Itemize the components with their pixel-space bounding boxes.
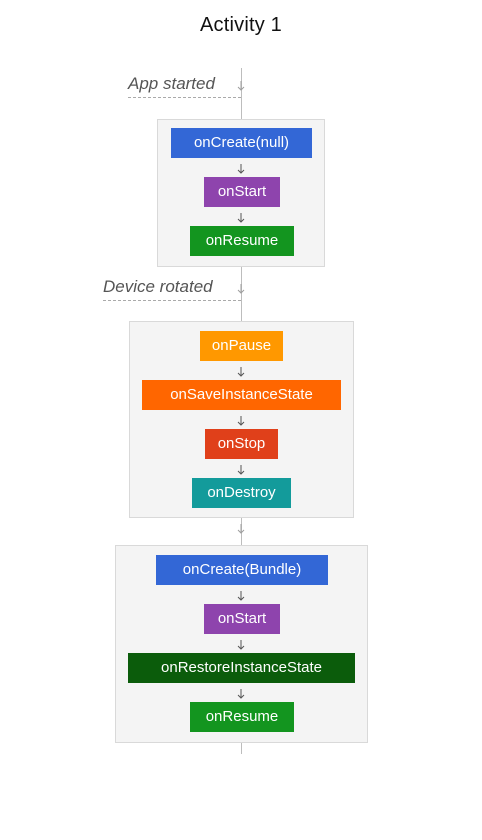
node-ondestroy: onDestroy xyxy=(192,478,291,508)
down-arrow-icon xyxy=(237,416,245,426)
node-onsaveinstancestate: onSaveInstanceState xyxy=(142,380,341,410)
diagram-title: Activity 1 xyxy=(199,14,283,36)
down-arrow-icon xyxy=(237,465,245,475)
node-oncreate-bundle: onCreate(Bundle) xyxy=(156,555,328,585)
node-oncreate-null: onCreate(null) xyxy=(171,128,312,158)
node-onresume: onResume xyxy=(190,702,294,732)
down-arrow-icon xyxy=(237,81,245,91)
event-label-app-started: App started xyxy=(128,74,215,93)
node-onrestoreinstancestate: onRestoreInstanceState xyxy=(128,653,355,683)
down-arrow-icon xyxy=(237,640,245,650)
down-arrow-icon xyxy=(237,284,245,294)
down-arrow-icon xyxy=(237,367,245,377)
node-onstart: onStart xyxy=(204,177,280,207)
event-label-device-rotated: Device rotated xyxy=(103,277,213,296)
event-divider-device-rotated xyxy=(103,300,241,301)
down-arrow-icon xyxy=(237,591,245,601)
down-arrow-icon xyxy=(237,164,245,174)
down-arrow-icon xyxy=(237,213,245,223)
down-arrow-icon xyxy=(237,689,245,699)
node-onresume: onResume xyxy=(190,226,294,256)
node-onstart: onStart xyxy=(204,604,280,634)
node-onstop: onStop xyxy=(205,429,278,459)
event-divider-app-started xyxy=(128,97,241,98)
down-arrow-icon xyxy=(237,524,245,534)
node-onpause: onPause xyxy=(200,331,283,361)
